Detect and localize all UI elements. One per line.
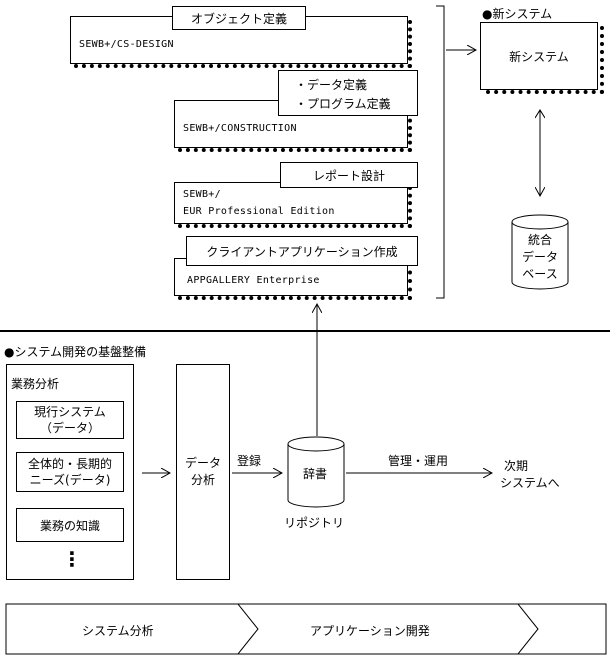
next-system-line1: 次期 [504, 459, 529, 473]
new-system-shadow [486, 26, 604, 94]
tool1-label-box: オブジェクト定義 [172, 6, 306, 30]
phase-system-analysis: システム分析 [82, 624, 154, 638]
register-label: 登録 [237, 454, 262, 468]
business-analysis-title: 業務分析 [11, 377, 60, 391]
tool4-shadow [178, 262, 412, 300]
tool1-product: SEWB+/CS-DESIGN [79, 39, 174, 50]
data-analysis-line1: データ [184, 456, 221, 470]
current-system-item: 現行システム （データ） [16, 401, 124, 439]
next-system-line2: システムへ [500, 476, 560, 490]
repository-label: リポジトリ [284, 516, 345, 530]
tool3-product-2: EUR Professional Edition [183, 206, 335, 217]
new-system-box: 新システム [480, 22, 598, 90]
tool3-label: レポート設計 [312, 168, 385, 183]
tool2-label-box: ・データ定義 ・プログラム定義 [278, 70, 418, 116]
foundation-heading: ●システム開発の基盤整備 [4, 345, 147, 359]
tool2-label-1: ・データ定義 [295, 78, 368, 92]
tool3-label-box: レポート設計 [280, 162, 418, 188]
tools-bracket [436, 5, 445, 299]
tool1-shadow [74, 20, 412, 68]
tool3-shadow [178, 186, 412, 228]
needs-line1: 全体的・長期的 [27, 457, 112, 471]
tool2-product: SEWB+/CONSTRUCTION [183, 123, 297, 134]
current-system-line2: （データ） [39, 421, 100, 435]
needs-item: 全体的・長期的 ニーズ(データ) [16, 452, 124, 492]
needs-line2: ニーズ(データ) [29, 473, 111, 487]
tool4-product: APPGALLERY Enterprise [187, 275, 320, 286]
tool1-label: オブジェクト定義 [190, 11, 287, 26]
phase-arrow-continuation [516, 603, 607, 655]
tool2-label-2: ・プログラム定義 [295, 97, 391, 111]
integrated-db-label-3: ベース [522, 267, 558, 281]
dictionary-label: 辞書 [303, 467, 328, 481]
business-knowledge-line1: 業務の知識 [39, 518, 100, 533]
tool2-shadow [178, 104, 412, 152]
dictionary-db-icon [287, 436, 345, 508]
integrated-db-label-2: データ [521, 250, 558, 264]
phase-app-development: アプリケーション開発 [310, 624, 430, 638]
current-system-line1: 現行システム [34, 405, 106, 419]
integrated-db-label: 統合 データ ベース [512, 232, 568, 283]
tool4-label-box: クライアントアプリケーション作成 [186, 236, 418, 266]
tool3-panel: SEWB+/ EUR Professional Edition [174, 182, 408, 224]
manage-label: 管理・運用 [388, 454, 449, 468]
more-items-ellipsis: ⋮ [62, 547, 82, 571]
integrated-db-icon [511, 214, 569, 290]
integrated-db-label-1: 統合 [527, 233, 552, 247]
next-system-label: 次期 システムへ [500, 458, 560, 492]
tool3-product-1: SEWB+/ [183, 189, 221, 200]
tool4-label: クライアントアプリケーション作成 [206, 244, 398, 259]
new-system-heading: ●新システム [482, 7, 553, 21]
data-analysis-box: データ 分析 [176, 364, 230, 580]
business-knowledge-item: 業務の知識 [16, 508, 124, 542]
new-system-label: 新システム [509, 49, 569, 64]
data-analysis-line2: 分析 [190, 473, 215, 487]
